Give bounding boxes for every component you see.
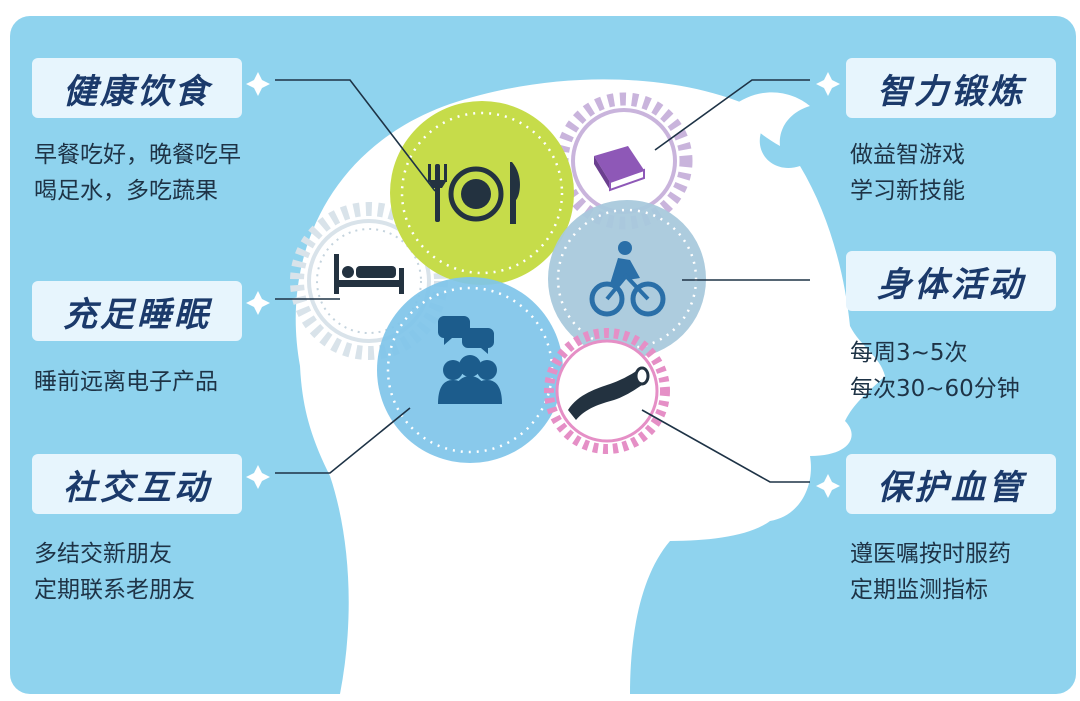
desc-line: 做益智游戏 — [850, 142, 965, 168]
desc-social: 多结交新朋友 定期联系老朋友 — [34, 536, 195, 608]
cyclist-icon — [589, 241, 666, 317]
title-social: 社交互动 — [32, 454, 242, 514]
desc-physical-activity: 每周3~5次 每次30~60分钟 — [850, 335, 1020, 407]
connector-diet — [275, 79, 436, 192]
sparkle-icon — [246, 72, 840, 498]
people-chat-icon — [438, 316, 502, 404]
desc-line: 定期联系老朋友 — [34, 577, 195, 603]
fork-knife-plate-icon — [428, 162, 520, 224]
bed-icon — [334, 254, 404, 294]
desc-line: 定期监测指标 — [850, 577, 988, 603]
desc-line: 每周3~5次 — [850, 340, 968, 366]
head-gear-illustration — [246, 72, 885, 694]
desc-line: 多结交新朋友 — [34, 541, 172, 567]
desc-line: 学习新技能 — [850, 178, 965, 204]
connector-brain — [654, 79, 810, 151]
connector-social — [275, 407, 411, 474]
desc-healthy-diet: 早餐吃好，晚餐吃早 喝足水，多吃蔬果 — [34, 137, 241, 209]
title-brain-training: 智力锻炼 — [846, 58, 1056, 118]
desc-line: 每次30~60分钟 — [850, 376, 1020, 402]
title-protect-vessels: 保护血管 — [846, 454, 1056, 514]
book-icon — [594, 146, 645, 192]
blood-vessel-icon — [568, 366, 650, 420]
desc-sleep: 睡前远离电子产品 — [34, 364, 218, 400]
desc-brain-training: 做益智游戏 学习新技能 — [850, 137, 965, 209]
infographic-panel: 健康饮食 早餐吃好，晚餐吃早 喝足水，多吃蔬果 充足睡眠 睡前远离电子产品 社交… — [10, 16, 1076, 694]
desc-line: 遵医嘱按时服药 — [850, 541, 1011, 567]
title-sleep: 充足睡眠 — [32, 281, 242, 341]
hair-tuft — [730, 92, 810, 146]
title-healthy-diet: 健康饮食 — [32, 58, 242, 118]
desc-protect-vessels: 遵医嘱按时服药 定期监测指标 — [850, 536, 1011, 608]
desc-line: 喝足水，多吃蔬果 — [34, 178, 218, 204]
desc-line: 睡前远离电子产品 — [34, 369, 218, 395]
connector-vessel — [641, 409, 810, 483]
desc-line: 早餐吃好，晚餐吃早 — [34, 142, 241, 168]
title-physical-activity: 身体活动 — [846, 251, 1056, 311]
connector-lines — [275, 79, 810, 483]
